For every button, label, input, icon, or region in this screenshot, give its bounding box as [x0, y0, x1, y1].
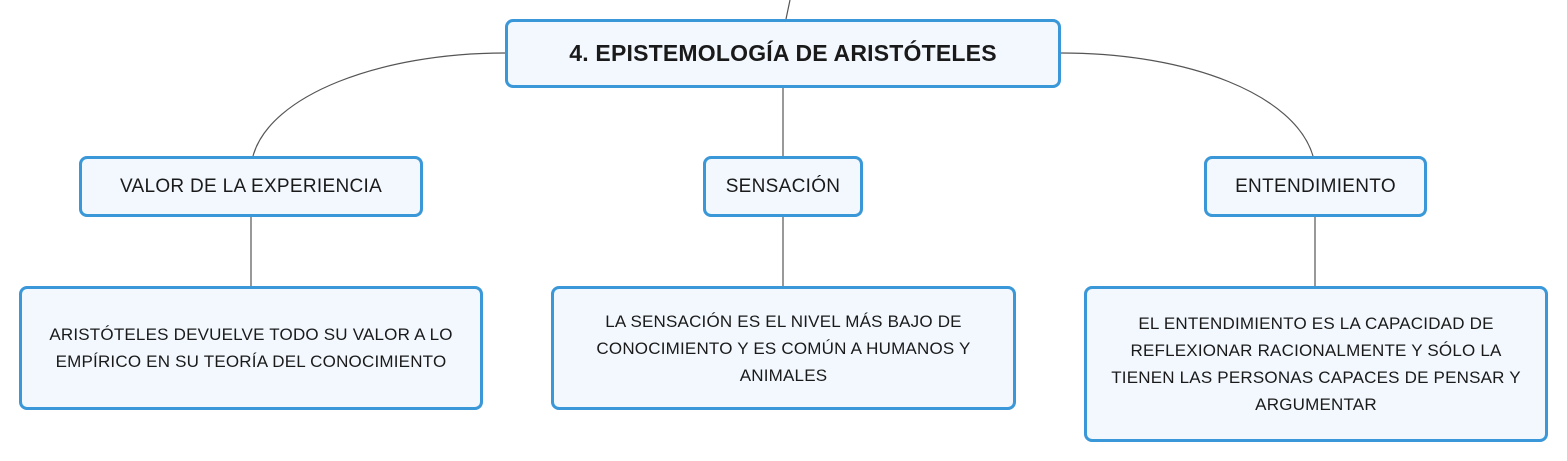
detail-node-valor-de-la-experiencia[interactable]: ARISTÓTELES DEVUELVE TODO SU VALOR A LO …	[19, 286, 483, 410]
branch-label: SENSACIÓN	[725, 175, 841, 197]
branch-node-sensacion[interactable]: SENSACIÓN	[703, 156, 863, 217]
connector-root-to-valor	[252, 52, 506, 157]
detail-node-entendimiento[interactable]: EL ENTENDIMIENTO ES LA CAPACIDAD DE REFL…	[1084, 286, 1548, 442]
detail-text: EL ENTENDIMIENTO ES LA CAPACIDAD DE REFL…	[1111, 314, 1521, 414]
branch-label: VALOR DE LA EXPERIENCIA	[119, 175, 383, 197]
branch-node-entendimiento[interactable]: ENTENDIMIENTO	[1204, 156, 1427, 217]
connector-parent-to-root	[785, 0, 791, 20]
branch-node-valor-de-la-experiencia[interactable]: VALOR DE LA EXPERIENCIA	[79, 156, 423, 217]
connector-root-to-entendimiento	[1060, 52, 1314, 157]
detail-node-sensacion[interactable]: LA SENSACIÓN ES EL NIVEL MÁS BAJO DE CON…	[551, 286, 1016, 410]
detail-text: ARISTÓTELES DEVUELVE TODO SU VALOR A LO …	[49, 325, 453, 371]
branch-label: ENTENDIMIENTO	[1235, 175, 1396, 197]
detail-text: LA SENSACIÓN ES EL NIVEL MÁS BAJO DE CON…	[596, 311, 971, 385]
root-node[interactable]: 4. EPISTEMOLOGÍA DE ARISTÓTELES	[505, 19, 1061, 88]
root-title: 4. EPISTEMOLOGÍA DE ARISTÓTELES	[569, 40, 997, 66]
